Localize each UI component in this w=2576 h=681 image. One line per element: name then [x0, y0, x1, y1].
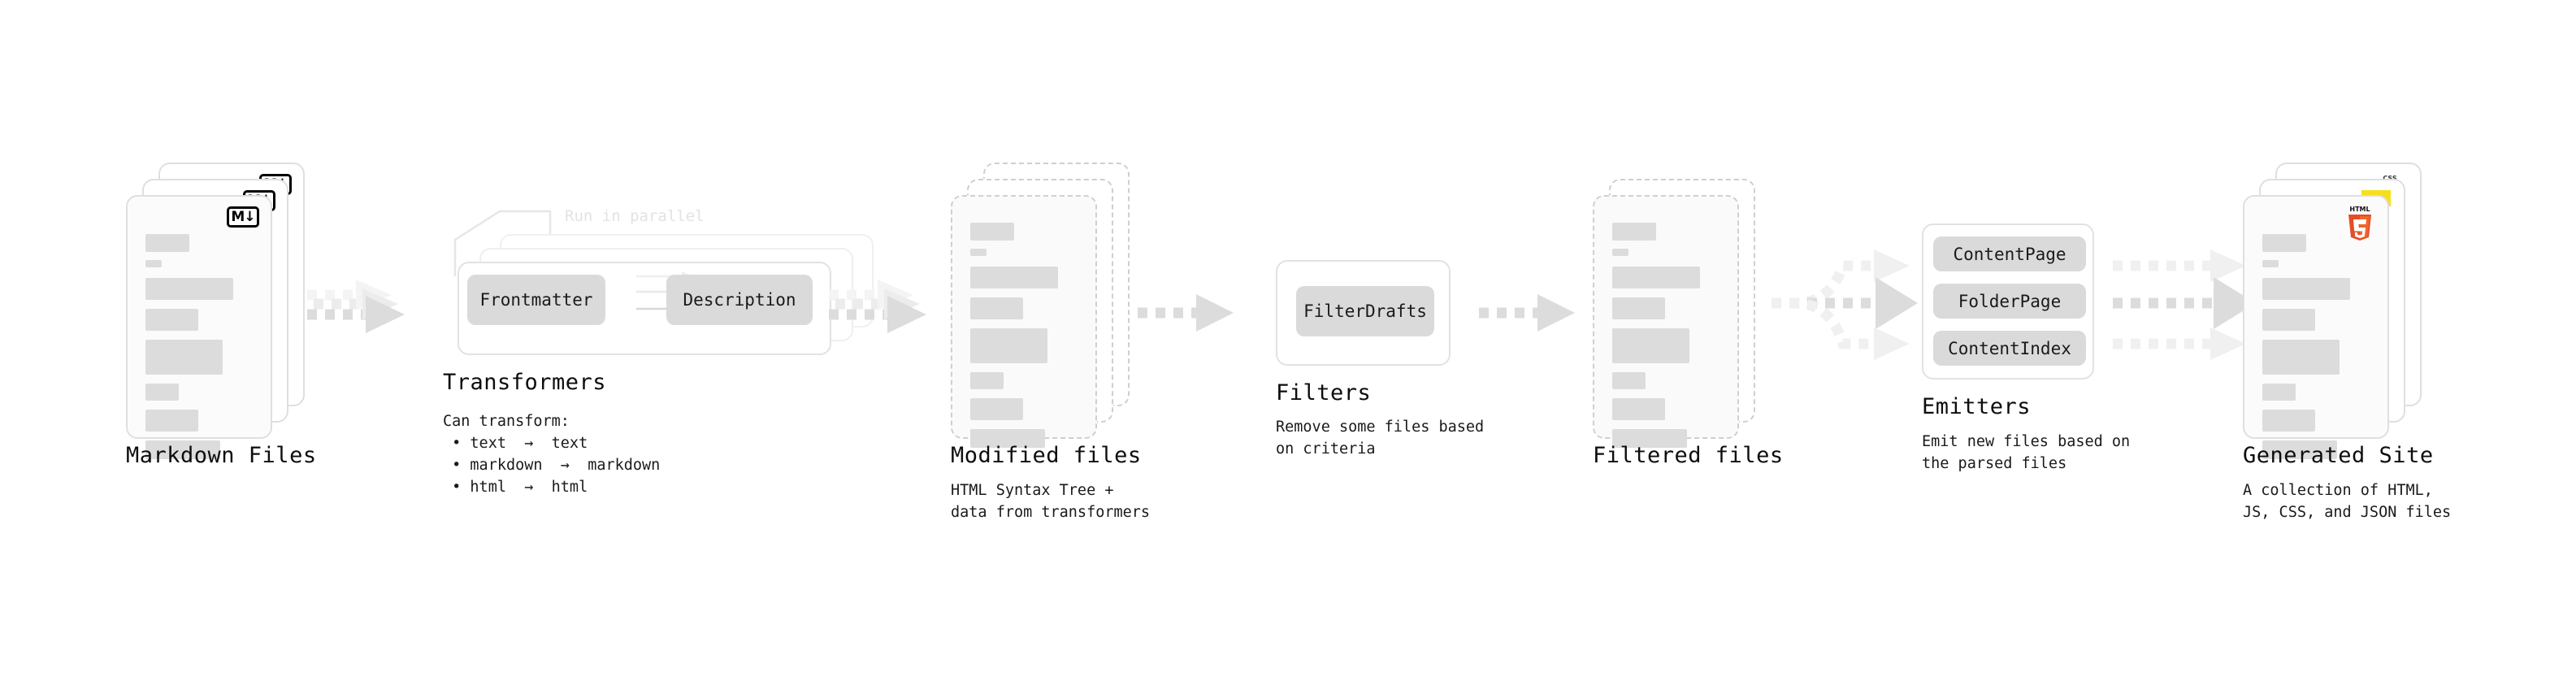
skeleton-bar [145, 309, 198, 331]
skeleton-bar [145, 260, 162, 267]
stage-title-site: Generated Site [2243, 443, 2434, 468]
skeleton-bar [1612, 267, 1701, 288]
skeleton-bar [970, 372, 1004, 389]
chip-frontmatter[interactable]: Frontmatter [467, 275, 605, 325]
stage-subtitle-modified: HTML Syntax Tree + data from transformer… [951, 482, 1151, 521]
stage-subtitle-emitters: Emit new files based on the parsed files [1922, 433, 2131, 472]
skeleton-bar [145, 410, 198, 432]
site-card-front: HTML [2243, 195, 2389, 459]
skeleton-bar [2262, 440, 2338, 459]
skeleton-bar [2262, 234, 2307, 252]
filters-box: FilterDrafts [1276, 260, 1451, 366]
stage-title-emitters: Emitters [1922, 394, 2032, 419]
skeleton-body [970, 223, 1078, 448]
chip-filterdrafts[interactable]: FilterDrafts [1296, 286, 1434, 336]
skeleton-bar [145, 234, 190, 252]
stage-modified-files: Modified files HTML Syntax Tree + data f… [951, 163, 1150, 521]
skeleton-bar [1612, 372, 1646, 389]
stage-generated-site: CSS HTML Generated Site A collection of … [2243, 163, 2451, 521]
stage-subtitle-filters: Remove some files based on criteria [1276, 419, 1485, 458]
stage-markdown-files: M↓ M↓ M↓ Markdown Files [126, 163, 316, 468]
skeleton-bar [1612, 249, 1628, 256]
skeleton-bar [1612, 328, 1690, 363]
skeleton-body [145, 234, 253, 459]
skeleton-bar [2262, 260, 2279, 267]
skeleton-bar [1612, 223, 1657, 241]
connector-modified-to-filters [1138, 294, 1234, 332]
skeleton-body [1612, 223, 1720, 448]
connector-emitters-to-site [2113, 249, 2256, 360]
skeleton-bar [970, 398, 1023, 420]
skeleton-bar [970, 223, 1015, 241]
chip-contentpage[interactable]: ContentPage [1933, 236, 2086, 271]
parallel-bracket [453, 210, 552, 276]
stage-title-filtered: Filtered files [1593, 443, 1784, 468]
skeleton-bar [970, 297, 1023, 319]
skeleton-bar [970, 429, 1046, 448]
skeleton-bar [145, 440, 221, 459]
skeleton-bar [970, 328, 1048, 363]
skeleton-bar [970, 267, 1059, 288]
stage-title-modified: Modified files [951, 443, 1142, 468]
markdown-card-stack: M↓ M↓ M↓ [126, 163, 305, 459]
filtered-card-stack [1593, 179, 1767, 448]
emitters-box: ContentPage FolderPage ContentIndex [1922, 223, 2094, 380]
connector-markdown-to-transformers [307, 280, 405, 333]
skeleton-bar [1612, 297, 1665, 319]
stage-title-markdown: Markdown Files [126, 443, 317, 468]
chip-description[interactable]: Description [666, 275, 813, 325]
skeleton-bar [2262, 309, 2315, 331]
html5-badge: HTML [2344, 203, 2376, 242]
stage-title-filters: Filters [1276, 380, 1372, 406]
modified-card-stack [951, 163, 1130, 448]
skeleton-bar [2262, 340, 2340, 375]
skeleton-bar [1612, 398, 1665, 420]
skeleton-bar [145, 340, 223, 375]
parallel-label: Run in parallel [565, 207, 705, 225]
modified-card-front [951, 195, 1097, 448]
stage-filtered-files: Filtered files [1593, 179, 1783, 468]
markdown-badge: M↓ [227, 206, 259, 228]
chip-contentindex[interactable]: ContentIndex [1933, 331, 2086, 366]
svg-text:HTML: HTML [2349, 206, 2370, 213]
skeleton-body [2262, 234, 2370, 459]
skeleton-bar [145, 278, 234, 300]
filtered-card-front [1593, 195, 1739, 448]
connector-filtered-to-emitters [1772, 249, 1918, 360]
markdown-card-front: M↓ [126, 195, 272, 459]
stage-title-transformers: Transformers [443, 370, 607, 395]
skeleton-bar [2262, 410, 2315, 432]
skeleton-bar [145, 384, 179, 401]
stage-subtitle-site: A collection of HTML, JS, CSS, and JSON … [2243, 482, 2452, 521]
stage-subtitle-transformers: Can transform: • text → text • markdown … [443, 413, 661, 496]
site-card-stack: CSS HTML [2243, 163, 2430, 459]
skeleton-bar [1612, 429, 1688, 448]
connector-filters-to-filtered [1479, 294, 1575, 332]
skeleton-bar [970, 249, 987, 256]
connector-transformers-to-modified [829, 280, 926, 333]
skeleton-bar [2262, 384, 2296, 401]
chip-folderpage[interactable]: FolderPage [1933, 284, 2086, 319]
skeleton-bar [2262, 278, 2351, 300]
